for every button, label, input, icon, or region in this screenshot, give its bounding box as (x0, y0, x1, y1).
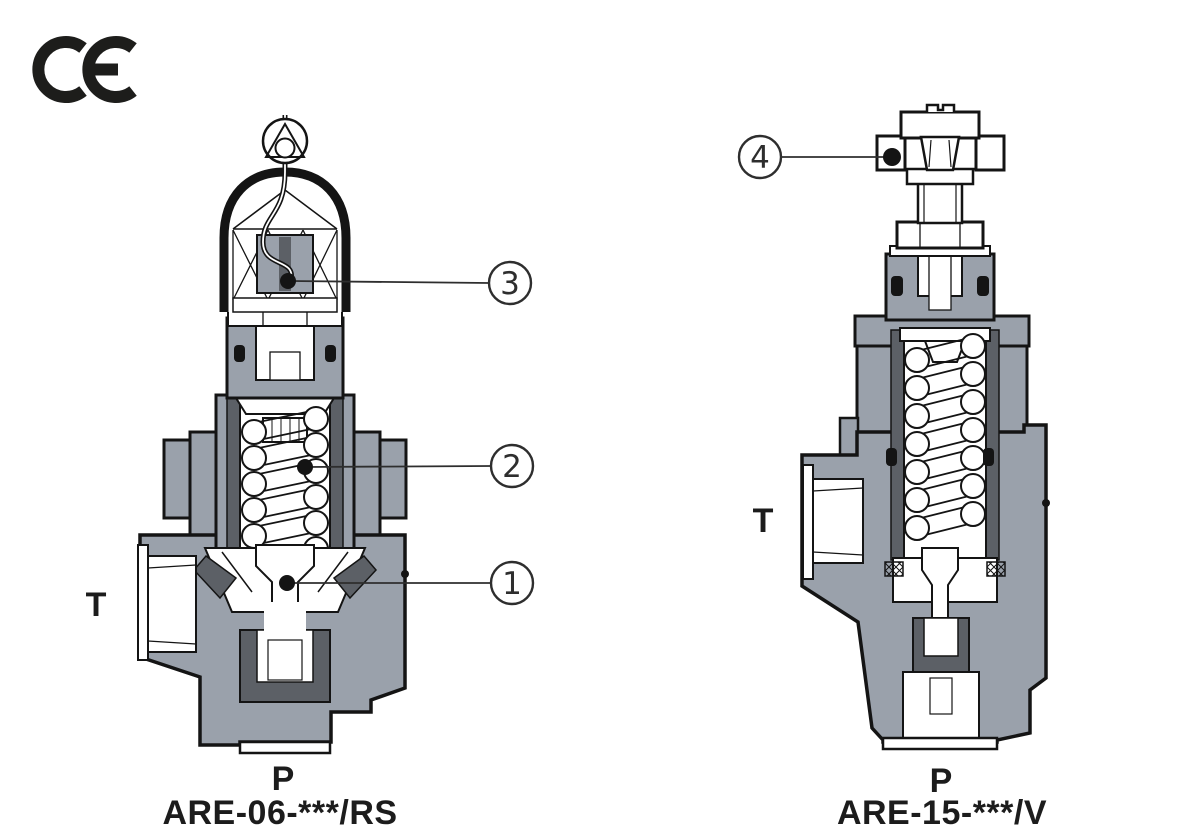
ce-mark-icon (32, 36, 137, 103)
knob-wing-right (974, 134, 1006, 172)
knob-top-slot (925, 103, 956, 112)
callout-anchor-4 (883, 148, 901, 166)
right-valve-lower-cavity (923, 617, 959, 657)
left-valve-pressure-port (238, 740, 332, 755)
left-valve-stem-channel (264, 602, 306, 632)
left-valve-oring-left (234, 345, 245, 362)
callout-4: 4 (737, 134, 783, 180)
callout-4-number: 4 (750, 140, 770, 176)
left-valve-sleeve-right (329, 397, 344, 559)
right-valve-oring-left (886, 448, 897, 466)
right-valve-cap-oring-left (891, 276, 903, 296)
callout-anchor-3 (280, 273, 296, 289)
right-valve-tank-port (802, 464, 864, 580)
left-valve-tank-label: T (86, 586, 107, 624)
left-valve-drawing (137, 115, 492, 755)
left-valve-adjuster-housing (225, 316, 345, 400)
callout-3: 3 (487, 260, 533, 306)
lead-seal-icon (261, 117, 309, 165)
ce-letter-c (32, 36, 87, 103)
right-valve-poppet-seat (884, 547, 1006, 619)
left-valve-oring-right (325, 345, 336, 362)
right-valve-tank-label: T (753, 502, 774, 540)
left-valve-tank-port (137, 544, 197, 661)
left-valve-body-nub (401, 570, 409, 578)
callout-3-number: 3 (500, 266, 520, 302)
left-valve-pressure-label: P (272, 760, 295, 798)
callout-2-number: 2 (502, 449, 522, 485)
right-valve-cap-oring-right (977, 276, 989, 296)
right-valve-body-nub (1042, 499, 1050, 507)
right-valve-handknob (875, 103, 1006, 257)
ce-letter-e-arc (82, 36, 137, 103)
leader-line-2 (304, 465, 492, 468)
left-valve-stem-end (267, 639, 303, 681)
right-valve-pressure-port (881, 736, 999, 751)
right-valve-cap (884, 252, 996, 322)
right-valve-sleeve-right (985, 329, 1000, 561)
callout-anchor-1 (279, 575, 295, 591)
left-valve-model-caption: ARE-06-***/RS (162, 794, 397, 832)
callout-anchor-2 (297, 459, 313, 475)
callout-1: 1 (489, 560, 535, 606)
right-valve-sleeve-left (890, 329, 905, 561)
right-valve-stem-end (929, 677, 953, 715)
callout-1-number: 1 (502, 566, 522, 602)
right-valve-pressure-label: P (930, 762, 953, 800)
left-valve-callout-leaders (289, 280, 492, 584)
right-valve-drawing (781, 103, 1050, 751)
knob-grip (919, 135, 961, 172)
callout-2: 2 (489, 443, 535, 489)
leader-line-3 (290, 280, 490, 284)
right-valve-oring-right (983, 448, 994, 466)
left-valve-sleeve-left (226, 397, 241, 559)
right-valve-model-caption: ARE-15-***/V (837, 794, 1047, 832)
